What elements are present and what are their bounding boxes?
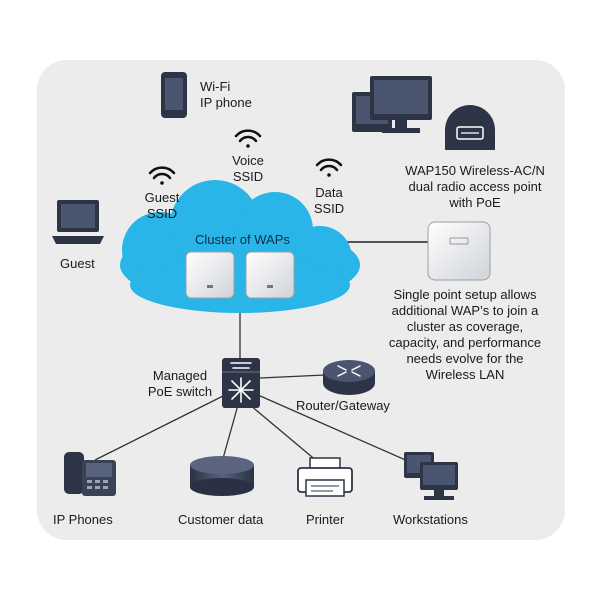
wifi-icon — [315, 158, 343, 177]
customer-data-label: Customer data — [178, 512, 264, 527]
desktop-computer-icon — [352, 76, 432, 133]
switch-icon — [222, 358, 260, 408]
access-point-icon — [245, 251, 295, 299]
workstation-icon — [404, 452, 458, 500]
access-point-icon — [427, 221, 491, 281]
workstations-label: Workstations — [393, 512, 468, 527]
ip-phones-label: IP Phones — [53, 512, 113, 527]
connection-lines — [94, 300, 411, 463]
printer-icon — [297, 457, 353, 497]
mobile-phone-icon — [161, 72, 187, 118]
laptop-icon — [52, 200, 104, 244]
wifi-icon — [234, 129, 262, 148]
cisco-badge-icon — [445, 105, 495, 150]
cloud-shape — [120, 180, 360, 313]
router-icon — [323, 360, 375, 395]
cluster-label: Cluster of WAPs — [195, 232, 290, 247]
storage-icon — [190, 456, 254, 496]
printer-label: Printer — [306, 512, 345, 527]
router-label: Router/Gateway — [296, 398, 390, 413]
wifi-icon — [148, 166, 176, 185]
ip-phone-icon — [64, 452, 116, 496]
guest-label: Guest — [60, 256, 95, 271]
access-point-icon — [185, 251, 235, 299]
